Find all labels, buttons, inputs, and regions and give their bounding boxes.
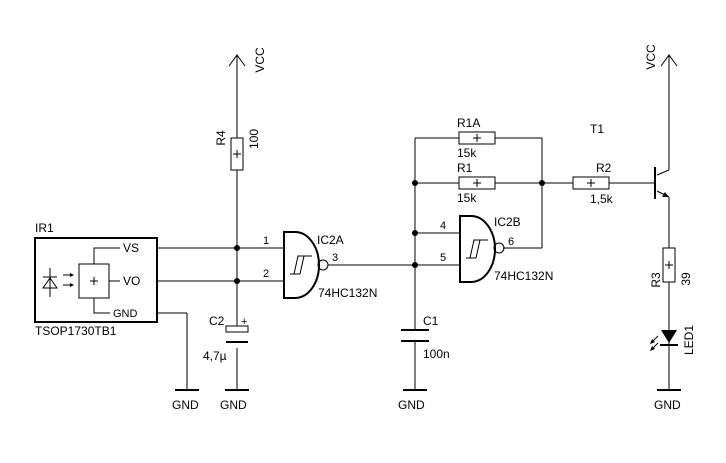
r3-ref-label: R3 <box>649 272 663 288</box>
ir1-pin-gnd-label: GND <box>113 308 138 320</box>
capacitor-c2: + C2 4,7µ <box>203 314 249 363</box>
capacitor-c1: C1 100n <box>401 314 450 361</box>
ir-receiver-ir1: IR1 VS VO GND TSOP1730TB1 <box>34 221 158 338</box>
resistor-r3: R3 39 <box>649 247 693 288</box>
nand-gate-ic2b: IC2B 74HC132N 4 5 6 <box>440 215 553 283</box>
r1a-value-label: 15k <box>457 146 477 160</box>
ic2a-ref-label: IC2A <box>317 233 344 247</box>
resistor-r1: R1 15k <box>457 161 496 205</box>
r4-value-label: 100 <box>247 129 261 149</box>
vcc-symbol-left: VCC <box>228 47 267 73</box>
gnd-label-2: GND <box>220 398 247 412</box>
transistor-t1: T1 <box>590 122 669 199</box>
resistor-r1a: R1A 15k <box>457 116 496 160</box>
ic2a-pin1-label: 1 <box>263 235 269 247</box>
resistor-r4: R4 100 <box>214 129 261 171</box>
ground-symbol-3: GND <box>398 389 427 412</box>
c1-ref-label: C1 <box>423 314 439 328</box>
ic2a-pin2-label: 2 <box>263 268 269 280</box>
wires <box>157 55 670 390</box>
ir1-pin-vo-label: VO <box>123 274 140 288</box>
vcc-label-right: VCC <box>644 44 658 70</box>
ir1-pin-vs-label: VS <box>123 241 139 255</box>
gnd-label-4: GND <box>654 398 681 412</box>
r1-value-label: 15k <box>457 191 477 205</box>
ir1-ref-label: IR1 <box>35 221 54 235</box>
r2-value-label: 1,5k <box>590 192 614 206</box>
junction-dots <box>234 180 545 284</box>
vcc-label-left: VCC <box>253 47 267 73</box>
r1-ref-label: R1 <box>457 161 473 175</box>
c1-value-label: 100n <box>423 347 450 361</box>
vcc-symbol-right: VCC <box>644 44 678 70</box>
r2-ref-label: R2 <box>596 161 612 175</box>
ic2a-part-label: 74HC132N <box>318 286 377 300</box>
ic2b-pin6-label: 6 <box>508 236 514 248</box>
ic2b-pin4-label: 4 <box>440 220 446 232</box>
r1a-ref-label: R1A <box>457 116 480 130</box>
ground-symbol-2: GND <box>220 389 249 412</box>
ic2b-pin5-label: 5 <box>440 252 446 264</box>
ground-symbol-1: GND <box>172 389 199 412</box>
r3-value-label: 39 <box>679 272 693 286</box>
led1-ref-label: LED1 <box>682 325 696 355</box>
c2-ref-label: C2 <box>209 314 225 328</box>
ic2b-ref-label: IC2B <box>494 215 521 229</box>
c2-plus-label: + <box>241 316 247 328</box>
ic2b-part-label: 74HC132N <box>494 269 553 283</box>
ic2a-pin3-label: 3 <box>332 252 338 264</box>
r4-ref-label: R4 <box>214 130 228 146</box>
ground-symbol-4: GND <box>654 389 681 412</box>
led-led1: LED1 <box>650 325 696 355</box>
ir1-part-label: TSOP1730TB1 <box>35 324 117 338</box>
gnd-label-3: GND <box>398 398 425 412</box>
nand-gate-ic2a: IC2A 74HC132N 1 2 3 <box>263 231 377 300</box>
resistor-r2: R2 1,5k <box>572 161 614 206</box>
t1-ref-label: T1 <box>590 122 604 136</box>
gnd-label-1: GND <box>172 398 199 412</box>
c2-value-label: 4,7µ <box>203 349 227 363</box>
